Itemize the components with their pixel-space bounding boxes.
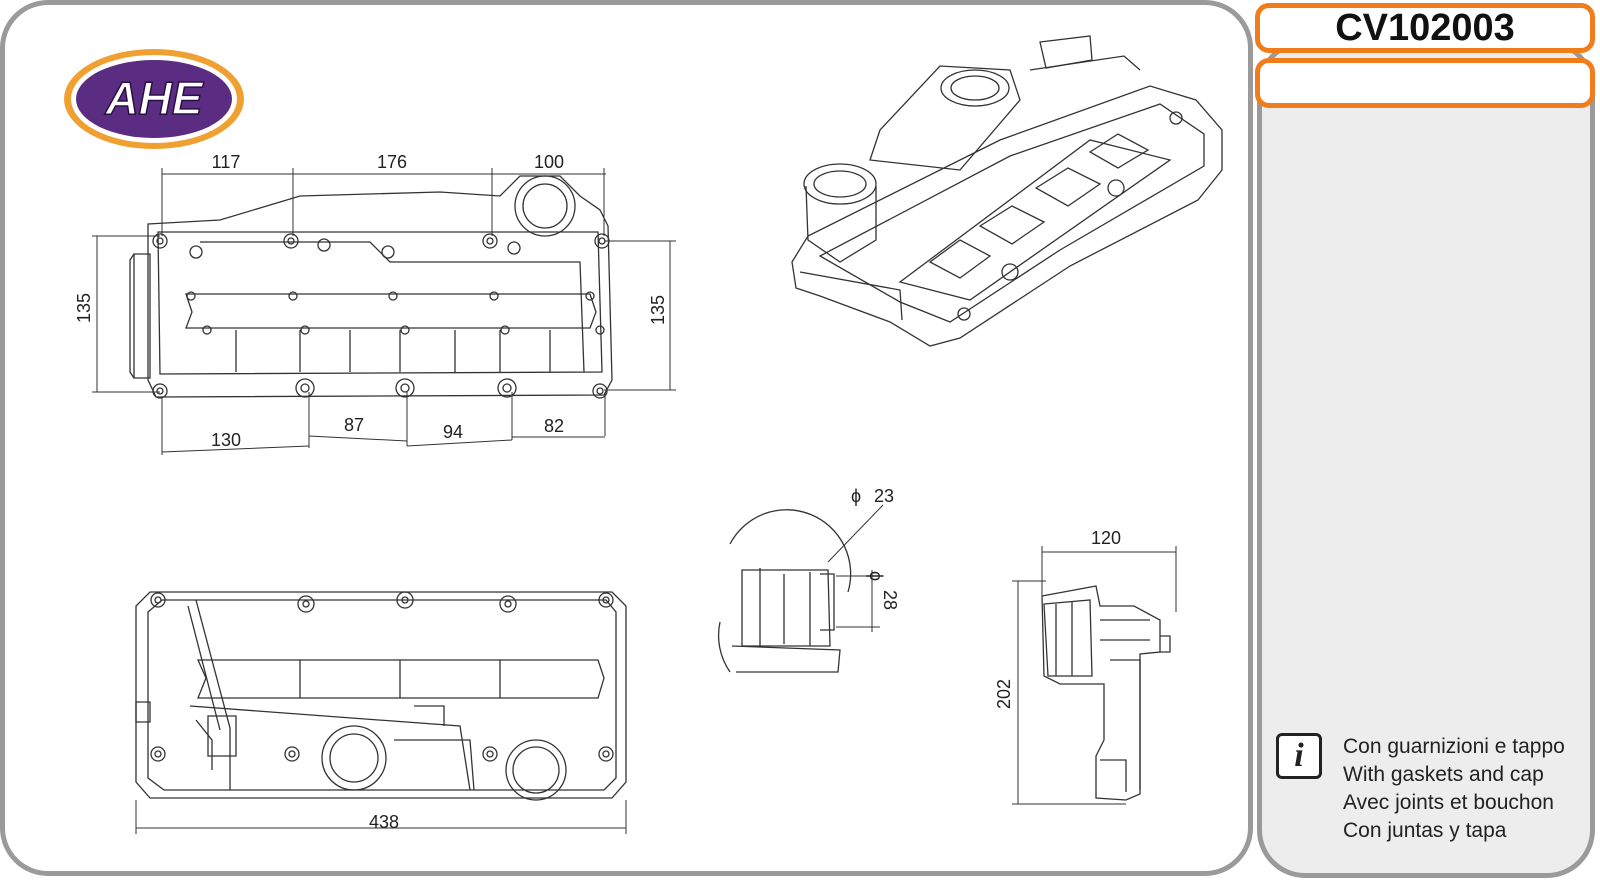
part-code-secondary-box (1255, 58, 1595, 108)
dim-left-height: 135 (74, 293, 94, 323)
dimension-labels: 117 176 100 135 135 130 87 94 82 438 ϕ 2… (74, 152, 1121, 832)
logo-text: AHE (104, 72, 203, 124)
bottom-view-dimensions (135, 800, 627, 834)
top-view-dimensions (92, 168, 676, 455)
dim-inner-diameter: 23 (874, 486, 894, 506)
dim-length: 438 (369, 812, 399, 832)
note-french: Avec joints et bouchon (1343, 791, 1554, 814)
dim-top-3: 100 (534, 152, 564, 172)
isometric-view-drawing (791, 35, 1223, 347)
notes-list: Con guarnizioni e tappo With gaskets and… (1343, 733, 1565, 845)
dim-right-height: 135 (648, 295, 668, 325)
part-code: CV102003 (1335, 7, 1515, 49)
detail-view-drawing (717, 504, 884, 673)
dim-bottom-4: 82 (544, 416, 564, 436)
note-english: With gaskets and cap (1343, 763, 1544, 786)
dim-outer-diameter: 28 (880, 590, 900, 610)
dim-bottom-2: 87 (344, 415, 364, 435)
dim-diameter-symbol-2: ϕ (866, 571, 886, 581)
dim-bottom-3: 94 (443, 422, 463, 442)
dim-side-width: 120 (1091, 528, 1121, 548)
note-italian: Con guarnizioni e tappo (1343, 735, 1565, 758)
part-code-box: CV102003 (1255, 3, 1595, 53)
dim-top-1: 117 (212, 152, 241, 172)
dim-top-2: 176 (377, 152, 407, 172)
dim-diameter-symbol-1: ϕ (851, 486, 861, 506)
top-view-drawing (129, 175, 613, 399)
ahe-logo: AHE (64, 49, 244, 149)
side-view-drawing (1012, 546, 1177, 805)
note-spanish: Con juntas y tapa (1343, 819, 1507, 842)
dim-bottom-1: 130 (211, 430, 241, 450)
bottom-view-drawing (135, 591, 627, 801)
dim-side-height: 202 (994, 679, 1014, 709)
info-icon: i (1276, 733, 1322, 779)
